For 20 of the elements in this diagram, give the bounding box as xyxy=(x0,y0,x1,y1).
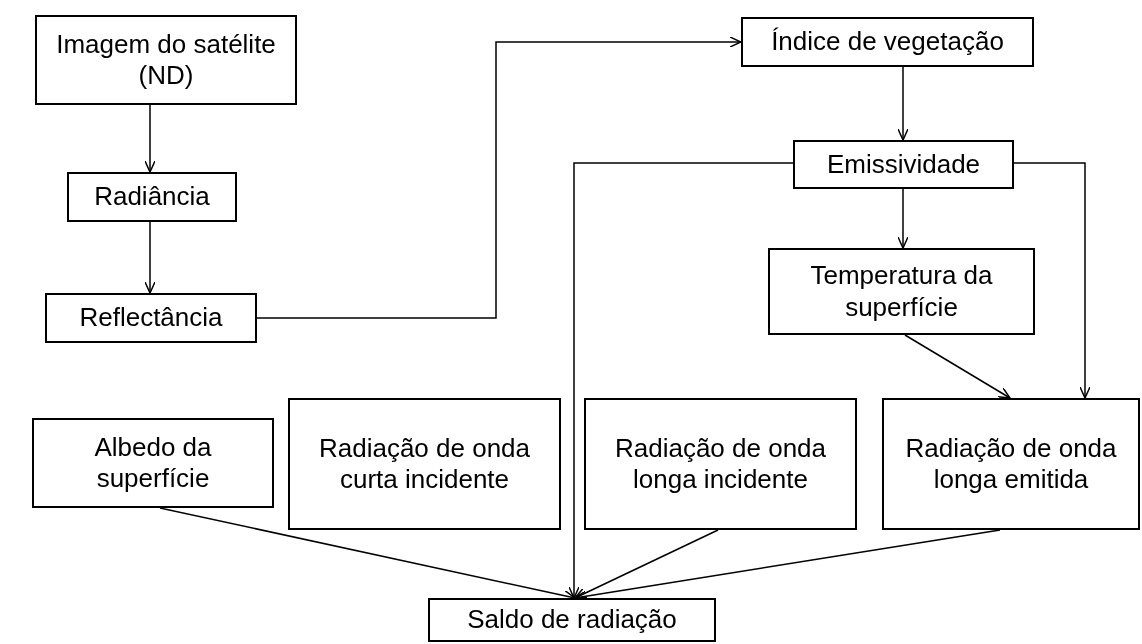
arrow xyxy=(904,334,1011,399)
arrow xyxy=(1013,162,1091,399)
arrow xyxy=(256,36,742,319)
process-box: Imagem do satélite (ND) xyxy=(35,15,297,105)
arrow xyxy=(144,221,156,294)
process-box: Radiação de onda curta incidente xyxy=(288,398,561,530)
process-box: Temperatura da superfície xyxy=(768,248,1035,335)
process-box: Radiação de onda longa emitida xyxy=(882,398,1140,530)
arrow xyxy=(568,162,794,599)
process-box: Albedo da superfície xyxy=(32,418,274,508)
arrow xyxy=(897,66,909,141)
arrow xyxy=(897,188,909,249)
arrow xyxy=(144,104,156,173)
process-box: Índice de vegetação xyxy=(741,17,1034,67)
process-box: Saldo de radiação xyxy=(428,598,716,642)
process-box: Reflectância xyxy=(45,293,257,343)
arrow xyxy=(574,529,719,599)
process-box: Emissividade xyxy=(793,140,1014,189)
process-box: Radiação de onda longa incidente xyxy=(584,398,857,530)
process-box: Radiância xyxy=(67,172,237,222)
